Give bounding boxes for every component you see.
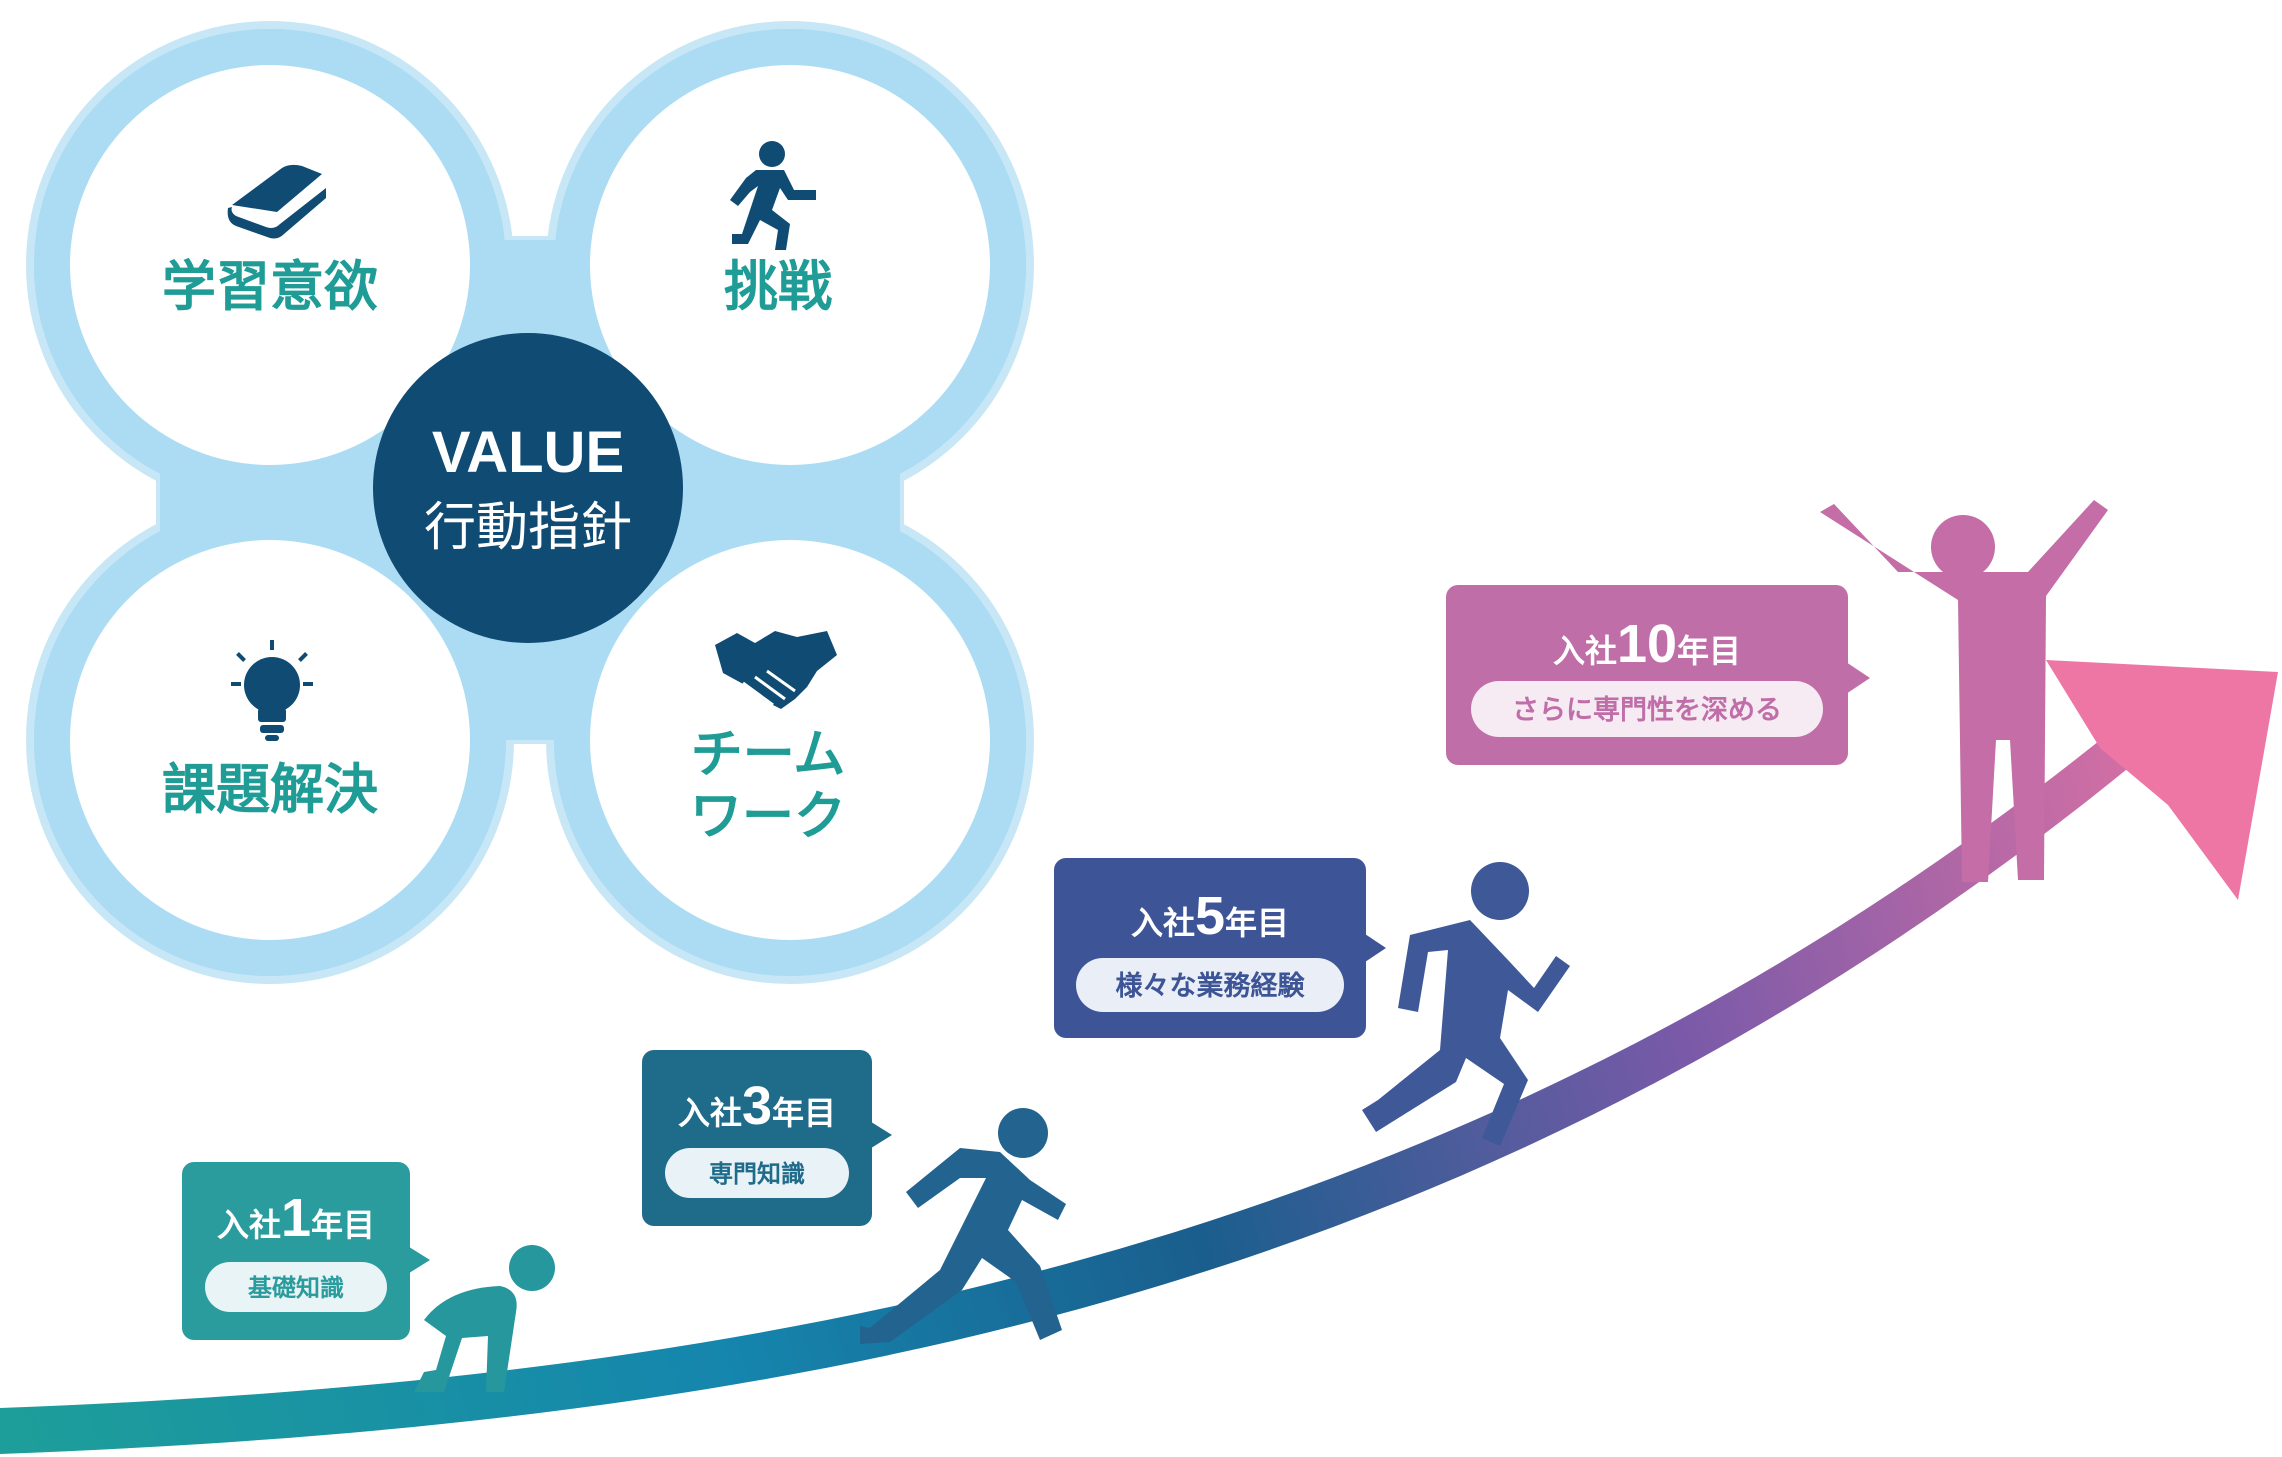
milestone-year5-title: 入社5年目 — [1131, 886, 1289, 946]
milestone-year5-pill — [1076, 958, 1344, 1012]
value-center-circle — [373, 333, 683, 643]
milestone-year10: 入社10年目 さらに専門性を深める — [1446, 585, 1870, 765]
milestone-year10-title: 入社10年目 — [1553, 614, 1741, 674]
running-person-icon — [730, 141, 816, 250]
teamwork-label-line1: チーム — [691, 725, 845, 785]
milestone-year3-title: 入社3年目 — [678, 1076, 836, 1136]
challenge-circle — [590, 65, 990, 465]
milestone-year1-label: 基礎知識 — [248, 1274, 344, 1302]
teamwork-label-line2: ワーク — [690, 787, 846, 847]
milestone-year5: 入社5年目 様々な業務経験 — [1054, 858, 1386, 1038]
milestone-year10-pill — [1471, 681, 1823, 737]
cheering-figure — [1820, 500, 2108, 882]
teamwork-circle — [590, 540, 990, 940]
milestone-year3-pill — [665, 1148, 849, 1198]
milestone-year1-title: 入社1年目 — [217, 1188, 375, 1248]
milestone-year10-box — [1446, 585, 1848, 765]
growth-arrow — [0, 660, 2278, 1454]
milestone-year1-pill — [205, 1262, 387, 1312]
center-subtitle: 行動指針 — [424, 498, 632, 558]
learning-label: 学習意欲 — [162, 255, 378, 318]
milestone-year1: 入社1年目 基礎知識 — [182, 1162, 430, 1340]
milestone-year3-label: 専門知識 — [709, 1160, 805, 1188]
problem-solving-label: 課題解決 — [162, 758, 378, 821]
milestone-year10-label: さらに専門性を深める — [1512, 695, 1782, 726]
center-title: VALUE — [432, 420, 624, 485]
running-figure — [1362, 862, 1570, 1146]
sprinting-figure — [860, 1108, 1066, 1344]
milestone-year5-label: 様々な業務経験 — [1116, 970, 1306, 1002]
crouching-figure — [414, 1245, 555, 1392]
milestone-year3: 入社3年目 専門知識 — [642, 1050, 892, 1226]
book-icon — [227, 164, 326, 239]
values-cluster: VALUE 行動指針 学習意欲 挑戦 課題解決 — [26, 21, 1034, 984]
learning-circle — [70, 65, 470, 465]
handshake-icon — [715, 631, 837, 709]
lightbulb-icon — [231, 640, 313, 741]
growth-arrow-head — [2046, 660, 2278, 900]
challenge-label: 挑戦 — [724, 255, 832, 318]
